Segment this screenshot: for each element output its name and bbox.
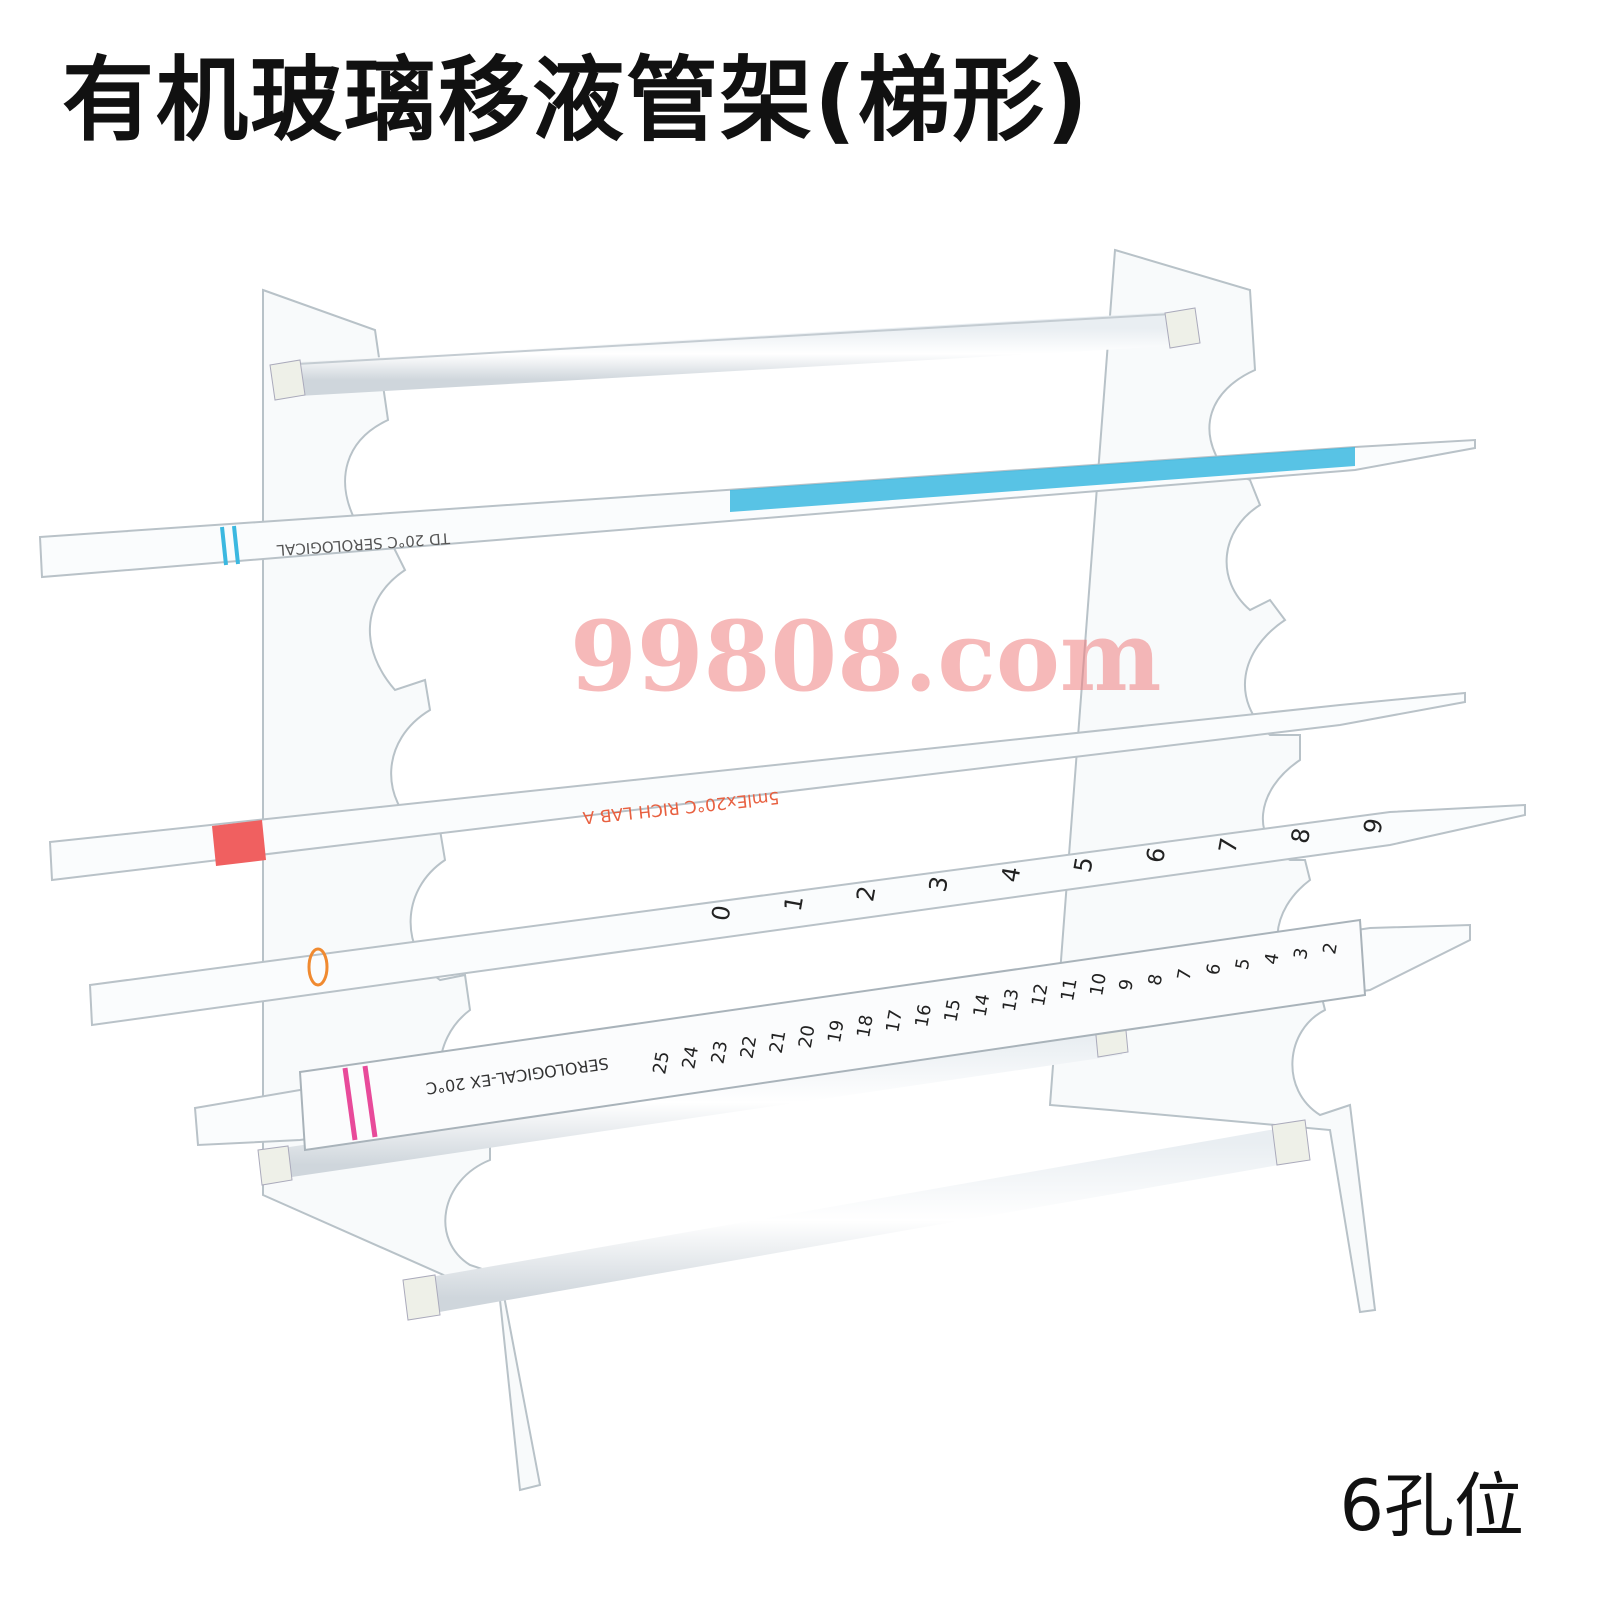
hole-count-caption: 6孔位 — [1339, 1465, 1524, 1547]
watermark: 99808.com — [570, 600, 1161, 713]
graduation-number: 1 — [779, 893, 809, 913]
orange-ring — [307, 947, 329, 987]
graduation-number: 7 — [1174, 967, 1197, 982]
graduation-number: 17 — [882, 1008, 907, 1034]
rod-cap — [269, 359, 306, 401]
blue-band — [730, 447, 1355, 512]
graduation-number: 13 — [999, 987, 1024, 1013]
graduation-number: 21 — [766, 1029, 791, 1055]
graduation-number: 6 — [1141, 845, 1171, 865]
rod-cap — [1164, 307, 1201, 349]
graduation-number: 2 — [851, 884, 881, 904]
graduation-number: 2 — [1319, 941, 1342, 956]
graduation-number: 6 — [1203, 962, 1226, 977]
graduation-number: 4 — [996, 864, 1026, 884]
left-side-panel — [262, 288, 542, 1492]
graduation-number: 8 — [1286, 826, 1316, 846]
rod-bottom-back — [257, 1019, 1129, 1186]
graduation-number: 5 — [1232, 957, 1255, 972]
graduation-number: 9 — [1358, 816, 1388, 836]
graduation-number: 10 — [1086, 971, 1111, 997]
graduation-number: 12 — [1028, 982, 1053, 1008]
red-band — [212, 820, 266, 866]
graduation-number: 18 — [853, 1013, 878, 1039]
graduation-number: 0 — [706, 903, 736, 923]
graduation-number: 11 — [1057, 977, 1082, 1003]
graduation-number: 15 — [941, 997, 966, 1023]
graduation-number: 5 — [1069, 855, 1099, 875]
graduation-number: 20 — [795, 1024, 820, 1050]
rod-top — [269, 307, 1201, 401]
graduation-number: 3 — [1290, 946, 1313, 961]
graduation-number: 4 — [1261, 951, 1284, 966]
graduation-number: 14 — [970, 992, 995, 1018]
right-side-panel — [1048, 248, 1377, 1314]
graduation-number: 3 — [924, 874, 954, 894]
graduation-number: 19 — [824, 1018, 849, 1044]
page-title: 有机玻璃移液管架(梯形) — [62, 47, 1091, 154]
graduation-number: 9 — [1115, 977, 1138, 992]
graduation-number: 16 — [911, 1003, 936, 1029]
graduation-number: 8 — [1144, 972, 1167, 987]
graduation-number: 7 — [1213, 835, 1243, 855]
graduation-number: 22 — [737, 1034, 762, 1060]
pink-ring — [342, 1067, 358, 1141]
graduation-number: 24 — [678, 1044, 703, 1070]
rod-bottom-front — [402, 1119, 1311, 1321]
graduation-number: 25 — [649, 1050, 674, 1076]
pipette-1: TD 20°C SEROLOGICAL — [38, 438, 1476, 579]
graduation-number: 23 — [708, 1039, 733, 1065]
